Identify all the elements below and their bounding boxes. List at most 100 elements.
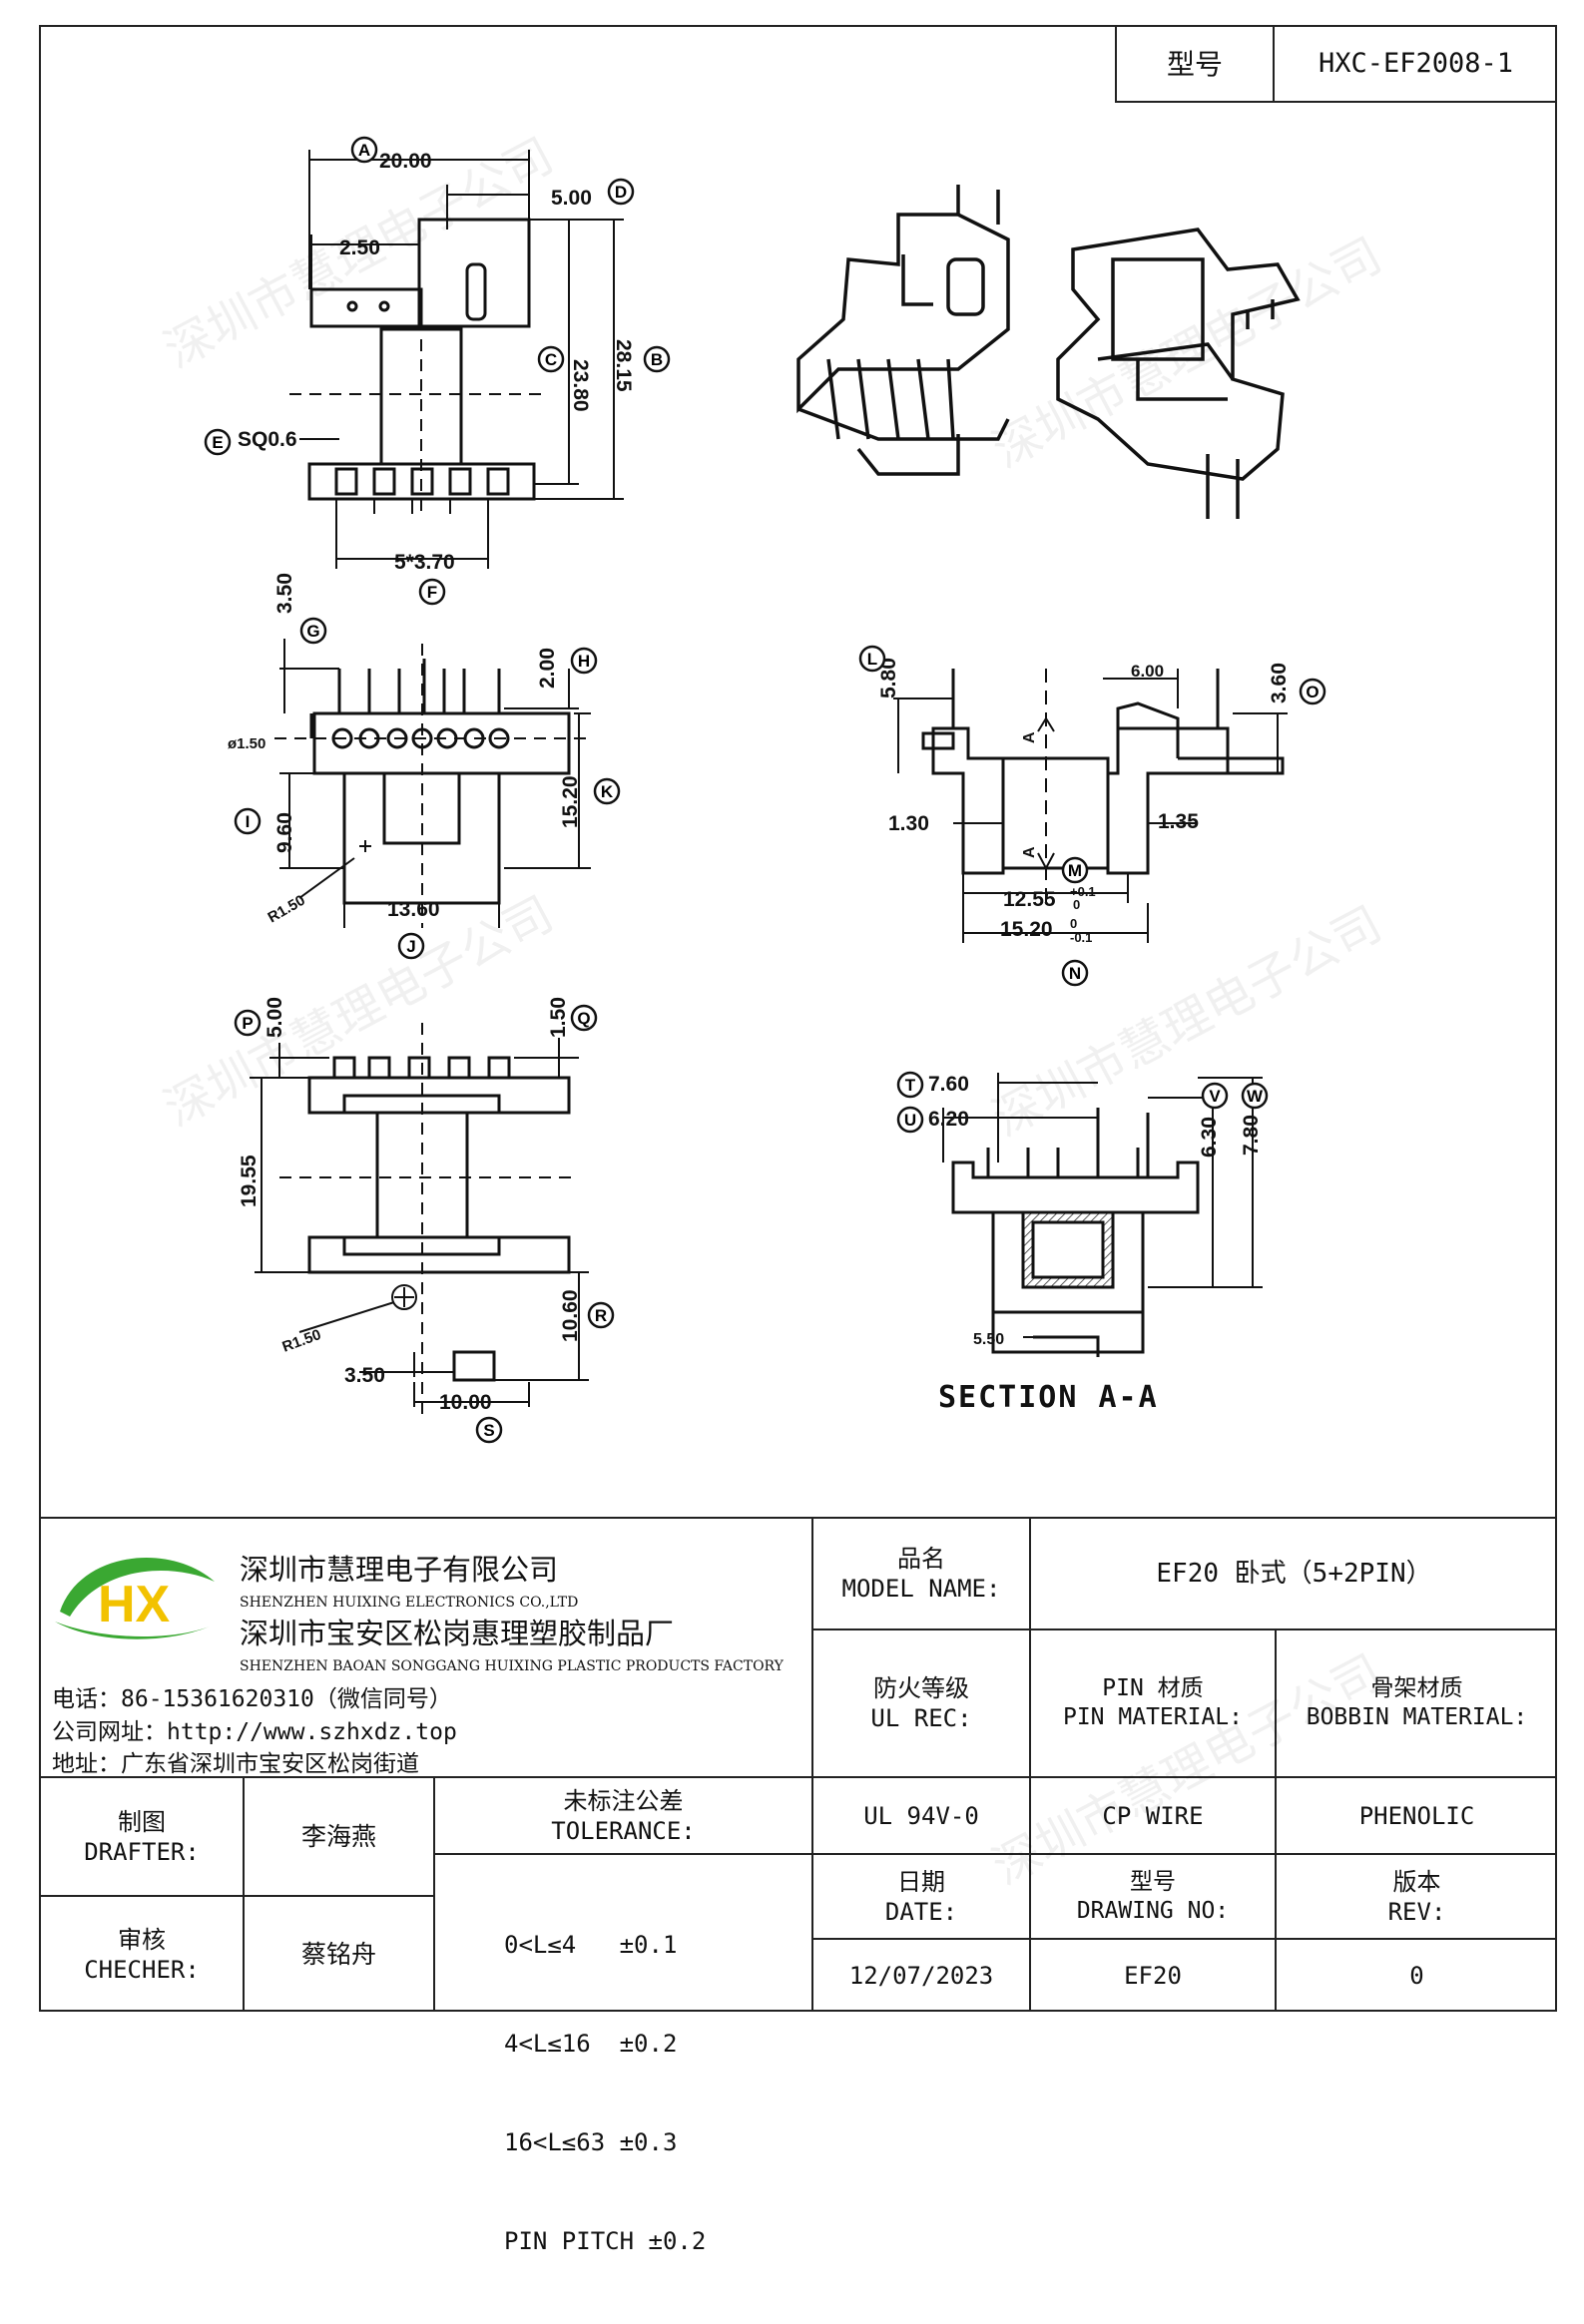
section-marker-top: A	[1021, 731, 1038, 743]
dimension-marker-letter: N	[1069, 964, 1081, 983]
dim-section-2: 6.20	[928, 1108, 969, 1131]
dimension-marker-circle	[475, 1416, 503, 1444]
ul-rec-label-en: UL REC:	[870, 1704, 972, 1732]
dim-bottom-6: 3.50	[344, 1364, 385, 1387]
model-name-label-en: MODEL NAME:	[841, 1575, 1001, 1603]
dim-side-1: 5.80	[877, 658, 900, 698]
dim-front-2: 5.00	[551, 187, 592, 210]
drawing-no-value: EF20	[1124, 1962, 1182, 1990]
tolerance-label-en: TOLERANCE:	[551, 1816, 696, 1845]
drawing-frame	[39, 25, 1557, 2012]
dimension-marker-letter: O	[1306, 683, 1319, 701]
rev-value: 0	[1409, 1962, 1424, 1990]
factory-name-cn: 深圳市宝安区松岗惠理塑胶制品厂	[240, 1617, 675, 1650]
dim-top-6: R1.50	[265, 892, 308, 927]
pin-material-label: PIN 材质 PIN MATERIAL:	[1031, 1630, 1275, 1776]
bobbin-material-label: 骨架材质 BOBBIN MATERIAL:	[1277, 1630, 1557, 1776]
dimension-marker-letter: W	[1247, 1087, 1264, 1106]
dim-side-3: 3.60	[1268, 663, 1291, 703]
dim-top-1: 3.50	[273, 573, 296, 614]
tolerance-label-cn: 未标注公差	[563, 1786, 684, 1815]
checker-label: 审核 CHECHER:	[41, 1897, 243, 2012]
drawing-no-label: 型号 DRAWING NO:	[1031, 1855, 1275, 1938]
dimension-marker-letter: H	[578, 652, 590, 671]
pin-material-label-cn: PIN 材质	[1102, 1675, 1204, 1702]
factory-name-en: SHENZHEN BAOAN SONGGANG HUIXING PLASTIC …	[240, 1658, 784, 1674]
dimension-marker-circle	[418, 578, 446, 606]
dimension-marker-circle	[607, 178, 635, 206]
logo-text: HX	[98, 1576, 171, 1633]
bobbin-material-label-cn: 骨架材质	[1370, 1675, 1463, 1702]
model-name-label-cn: 品名	[897, 1545, 945, 1573]
dim-side-5: 1.35	[1158, 810, 1199, 833]
dim-front-3: 2.50	[339, 236, 380, 259]
model-number: HXC-EF2008-1	[1318, 48, 1514, 80]
dimension-marker-letter: S	[483, 1421, 494, 1440]
dimension-marker-letter: B	[651, 350, 663, 369]
ul-rec-value: UL 94V-0	[863, 1801, 979, 1830]
dim-side-6-tol-lower: 0	[1073, 897, 1080, 912]
dimension-marker-circle	[397, 932, 425, 960]
dimension-marker-letter: F	[427, 583, 437, 602]
side-view	[893, 669, 1288, 943]
company-name-cn: 深圳市慧理电子有限公司	[240, 1553, 559, 1587]
dimension-marker-circle	[570, 1004, 598, 1032]
dimension-marker-circle	[299, 617, 327, 645]
dimension-marker-circle	[858, 645, 886, 673]
drafter-label: 制图 DRAFTER:	[41, 1778, 243, 1895]
phone-line: 电话：86-15361620310（微信同号）	[52, 1686, 452, 1712]
section-view	[942, 1073, 1263, 1357]
tolerance-row: PIN PITCH ±0.2	[504, 2227, 707, 2255]
dimension-marker-circle	[1299, 678, 1326, 705]
dimension-marker-letter: E	[212, 433, 223, 452]
dimension-marker-circle	[570, 647, 598, 675]
dim-top-4: 15.20	[559, 775, 582, 828]
dimension-marker-circle	[234, 1009, 262, 1037]
checker-label-cn: 审核	[118, 1925, 166, 1954]
drawing-no-label-cn: 型号	[1130, 1868, 1176, 1895]
bottom-view	[250, 1023, 589, 1417]
dimension-marker-letter: K	[601, 782, 614, 801]
dim-top-7: 13.60	[387, 898, 440, 921]
dimension-marker-letter: M	[1068, 861, 1082, 880]
dim-front-1: 20.00	[379, 150, 432, 173]
pin-material-label-en: PIN MATERIAL:	[1062, 1704, 1243, 1730]
model-name-value: EF20 卧式（5+2PIN）	[1156, 1558, 1432, 1589]
dimension-marker-circle	[537, 345, 565, 373]
dim-front-6: SQ0.6	[238, 428, 297, 451]
dimension-marker-circle	[234, 807, 262, 835]
dim-section-3: 6.30	[1198, 1117, 1221, 1158]
date-value: 12/07/2023	[848, 1962, 994, 1990]
dim-front-5: 28.15	[612, 339, 635, 392]
date-label-en: DATE:	[884, 1897, 958, 1926]
dim-side-6-tol-upper: +0.1	[1070, 884, 1096, 899]
dim-section-1: 7.60	[928, 1073, 969, 1096]
dimension-marker-letter: J	[406, 937, 415, 956]
date-label: 日期 DATE:	[813, 1855, 1029, 1938]
dimension-marker-circle	[896, 1106, 924, 1134]
top-view	[274, 639, 591, 928]
dim-front-7: 5*3.70	[394, 551, 455, 574]
drafter-name: 李海燕	[300, 1821, 376, 1851]
section-title: SECTION A-A	[938, 1380, 1159, 1415]
rev-label-cn: 版本	[1392, 1867, 1441, 1896]
dim-top-2: 2.00	[536, 648, 559, 689]
dimension-marker-circle	[350, 136, 378, 164]
dim-bottom-2: 1.50	[547, 997, 570, 1038]
dimension-marker-circle	[643, 345, 671, 373]
dim-section-5: 5.50	[973, 1331, 1004, 1348]
dim-bottom-3: 19.55	[238, 1155, 261, 1207]
date-label-cn: 日期	[897, 1867, 945, 1896]
checker-name: 蔡铭舟	[300, 1939, 376, 1969]
dim-side-6: 12.55	[1003, 888, 1056, 911]
model-label: 型号	[1166, 47, 1223, 81]
dimension-marker-letter: C	[545, 350, 557, 369]
drafter-label-cn: 制图	[118, 1807, 166, 1836]
dimension-marker-letter: D	[615, 183, 627, 202]
company-name-en: SHENZHEN HUIXING ELECTRONICS CO.,LTD	[240, 1595, 579, 1611]
dim-top-3: ø1.50	[228, 735, 265, 752]
dim-section-4: 7.80	[1240, 1115, 1263, 1156]
dimension-marker-letter: Q	[577, 1009, 590, 1028]
rev-label-en: REV:	[1387, 1897, 1446, 1926]
drafter-label-en: DRAFTER:	[84, 1837, 200, 1866]
